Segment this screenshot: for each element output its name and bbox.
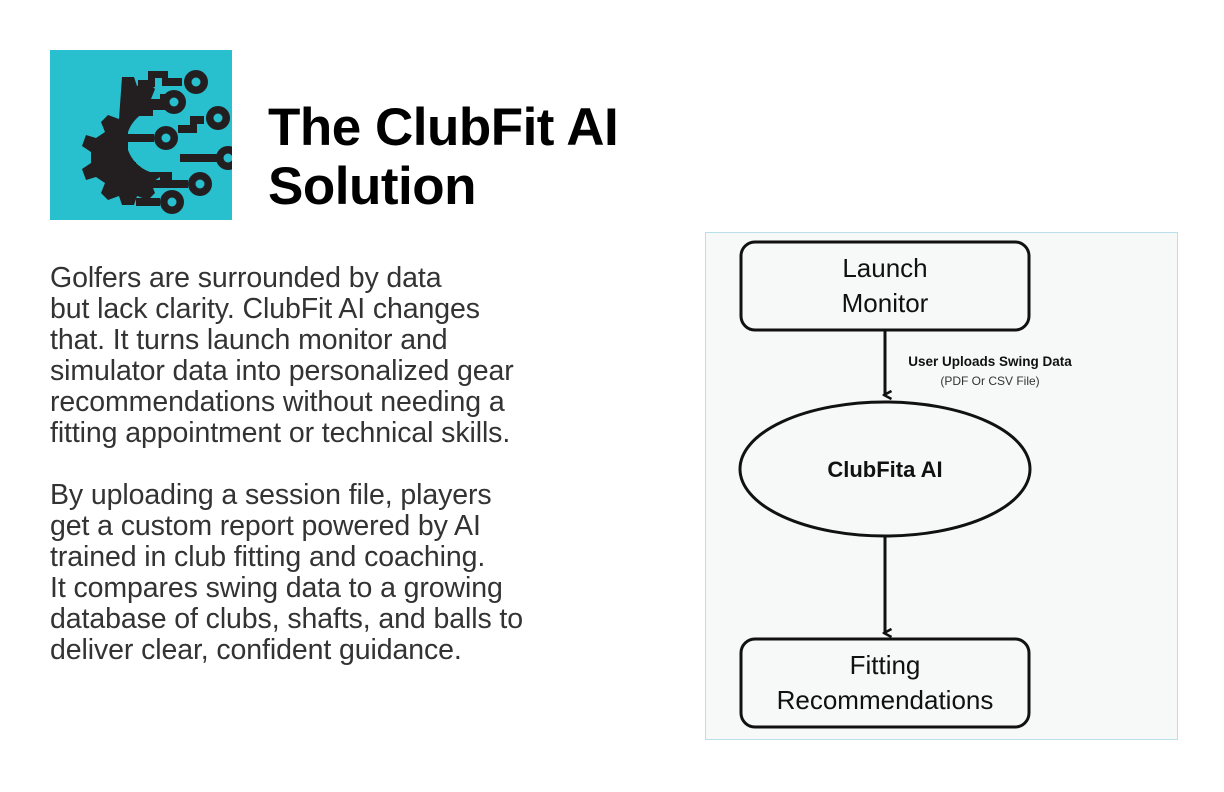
launch-monitor-label-line2: Monitor [842,288,929,318]
logo-tile [50,50,232,220]
fitting-recommendations-box[interactable] [739,637,1031,729]
gear-circuit-ai-icon [50,50,232,220]
flow-diagram: Launch Monitor User Uploads Swing Data (… [738,240,1072,729]
edge-upload: User Uploads Swing Data (PDF Or CSV File… [885,330,1072,395]
launch-monitor-label-line1: Launch [842,253,927,283]
node-fitting-recommendations[interactable]: Fitting Recommendations [739,637,1031,729]
fitting-recommendations-label-line1: Fitting [850,650,921,680]
body-copy: Golfers are surrounded by data but lack … [50,234,670,694]
clubfit-ai-label: ClubFita AI [827,457,942,482]
paragraph-intro: Golfers are surrounded by data but lack … [50,261,514,449]
fitting-recommendations-label-line2: Recommendations [777,685,994,715]
edge-upload-label: User Uploads Swing Data [908,354,1072,369]
node-launch-monitor[interactable]: Launch Monitor [739,240,1031,332]
flow-diagram-panel: Launch Monitor User Uploads Swing Data (… [705,232,1178,740]
header: The ClubFit AI Solution [50,50,750,220]
page-title: The ClubFit AI Solution [268,97,619,216]
edge-upload-sublabel: (PDF Or CSV File) [940,374,1039,388]
node-clubfit-ai[interactable]: ClubFita AI [738,400,1032,538]
paragraph-how-it-works: By uploading a session file, players get… [50,478,523,666]
